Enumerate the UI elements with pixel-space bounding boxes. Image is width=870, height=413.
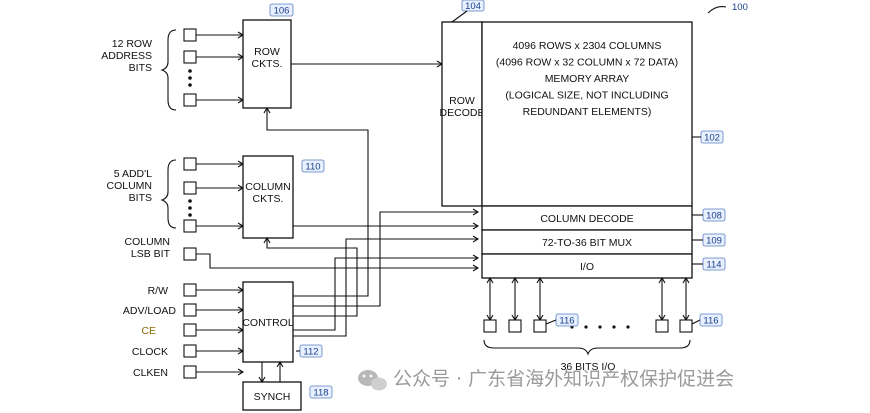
io-pin-ref-right: 116	[703, 316, 718, 327]
io-pin-ref-left: 116	[559, 316, 574, 327]
row-address-pin	[183, 93, 197, 107]
io-pins-group: 116 116 36 BITS I/O	[483, 276, 723, 373]
row-decode-ref: 104	[465, 1, 481, 12]
synch-box	[242, 381, 302, 411]
memory-array-label: 4096 ROWS x 2304 COLUMNS(4096 ROW x 32 C…	[496, 40, 678, 118]
control-pin	[183, 323, 197, 337]
control-ref: 112	[303, 347, 318, 358]
column-decode-ref: 108	[706, 211, 722, 222]
row-address-pin	[183, 50, 197, 64]
io-pin	[533, 319, 547, 333]
io-pin	[483, 319, 497, 333]
synch-block: SYNCH 118	[242, 360, 333, 411]
control-pin	[183, 365, 197, 379]
column-ckts-ref: 110	[305, 162, 320, 173]
io-block: I/O 114	[481, 253, 726, 279]
column-pin	[183, 219, 197, 233]
io-ref: 114	[706, 260, 721, 271]
io-box	[481, 253, 693, 279]
memory-array-box	[481, 21, 693, 207]
interconnect-wires	[263, 60, 480, 337]
column-lsb-pin	[183, 247, 197, 261]
clock-label: CLOCK	[132, 346, 168, 358]
synch-label: SYNCH	[254, 391, 291, 403]
io-pin	[655, 319, 669, 333]
row-address-pin	[183, 28, 197, 42]
bit-mux-label: 72-TO-36 BIT MUX	[542, 237, 632, 249]
control-pin	[183, 283, 197, 297]
io-label: I/O	[580, 261, 594, 273]
row-address-brace	[160, 29, 177, 111]
memory-array-ref: 102	[704, 133, 720, 144]
rw-label: R/W	[148, 285, 169, 297]
watermark-text: 公众号 · 广东省海外知识产权保护促进会	[393, 368, 734, 390]
ce-label: CE	[141, 325, 156, 337]
control-label: CONTROL	[242, 317, 293, 329]
io-pin	[508, 319, 522, 333]
column-decode-box	[481, 205, 693, 231]
memory-array-block: 4096 ROWS x 2304 COLUMNS(4096 ROW x 32 C…	[481, 21, 724, 207]
clken-label: CLKEN	[133, 367, 168, 379]
io-pin	[679, 319, 693, 333]
column-decode-block: COLUMN DECODE 108	[481, 205, 726, 231]
column-bits-brace	[160, 159, 177, 229]
adv-load-label: ADV/LOAD	[123, 305, 177, 317]
io-bus-brace	[483, 339, 691, 356]
row-ckts-ref: 106	[274, 6, 290, 17]
figure-ref-label: 100	[732, 2, 748, 13]
control-input-group: R/W ADV/LOAD CE CLOCK CLKEN	[123, 283, 245, 379]
synch-ref: 118	[313, 388, 328, 399]
column-decode-label: COLUMN DECODE	[540, 213, 633, 225]
column-pin	[183, 181, 197, 195]
figure-ref: 100	[707, 2, 748, 14]
control-pin	[183, 344, 197, 358]
control-box	[242, 281, 294, 363]
control-pin	[183, 303, 197, 317]
bit-mux-box	[481, 229, 693, 255]
control-block: CONTROL 112	[242, 281, 323, 363]
watermark: 公众号 · 广东省海外知识产权保护促进会	[358, 368, 734, 391]
column-pin	[183, 157, 197, 171]
bit-mux-ref: 109	[706, 236, 722, 247]
column-ckts-box	[242, 155, 294, 239]
wechat-icon	[358, 370, 387, 391]
row-ckts-box	[242, 19, 292, 109]
bit-mux-block: 72-TO-36 BIT MUX 109	[481, 229, 726, 255]
io-bus-label: 36 BITS I/O	[561, 361, 616, 373]
